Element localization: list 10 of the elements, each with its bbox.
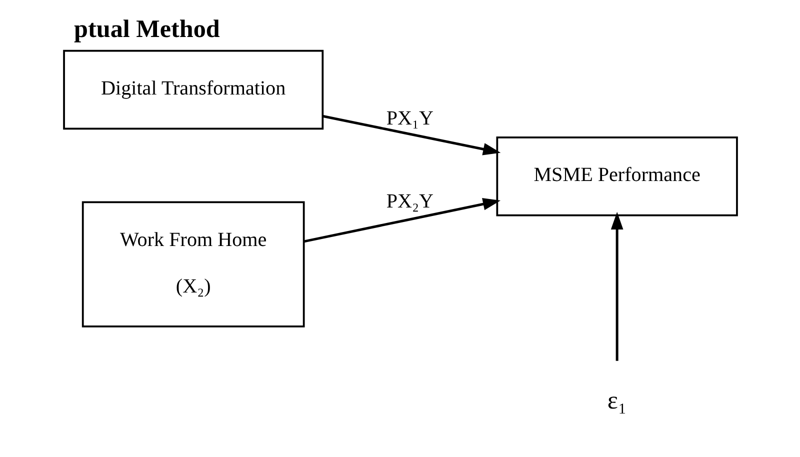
node-text: ε₁ bbox=[606, 388, 626, 415]
edge-label: PX₁Y bbox=[386, 108, 433, 130]
diagram-title: ptual Method bbox=[74, 16, 220, 44]
node-box: Work From Home (X₂) bbox=[81, 201, 304, 328]
node-box: Digital Transformation bbox=[62, 50, 324, 130]
arrow bbox=[322, 114, 500, 156]
node-box: MSME Performance bbox=[496, 136, 738, 216]
arrow bbox=[610, 212, 623, 361]
edge-label: PX₂Y bbox=[386, 190, 433, 213]
arrow bbox=[303, 198, 500, 243]
